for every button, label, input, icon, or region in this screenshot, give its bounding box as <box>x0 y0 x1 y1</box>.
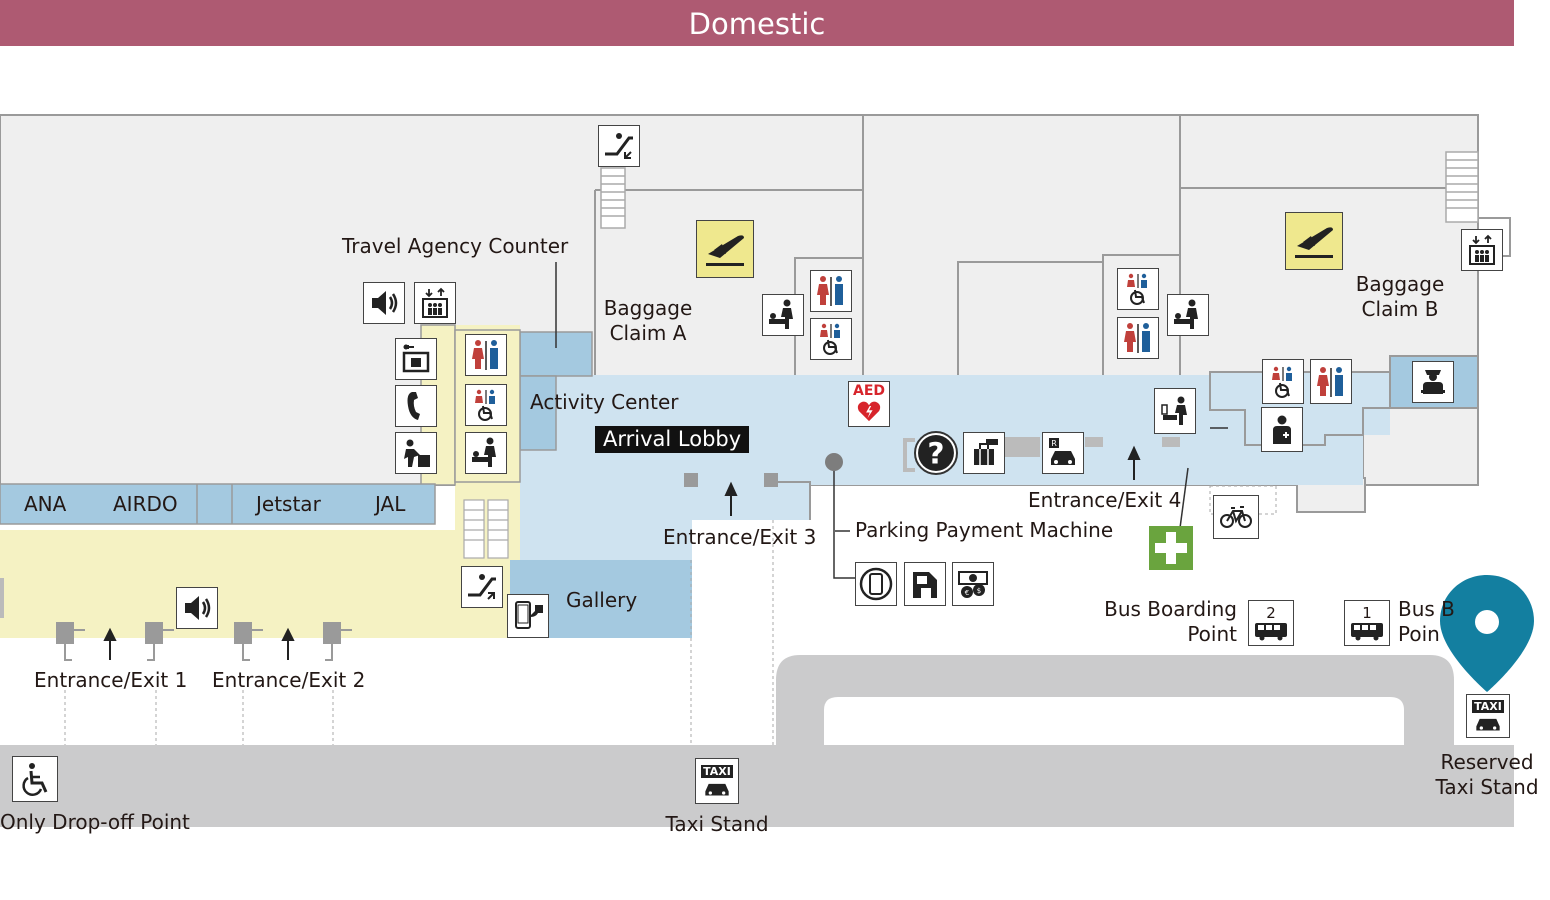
arrival-sign-icon <box>1285 212 1343 270</box>
charging-station-icon <box>507 594 549 638</box>
entrance-exit-1-label: Entrance/Exit 1 <box>34 668 188 692</box>
activity-center-label: Activity Center <box>530 390 679 414</box>
taxi-sign: TAXI <box>701 764 733 778</box>
dropoff-point-label: Only Drop-off Point <box>0 810 190 834</box>
escalator-down-icon <box>598 125 640 167</box>
entrance-exit-2-label: Entrance/Exit 2 <box>212 668 366 692</box>
bus-stop-2-icon: 2 <box>1248 600 1294 646</box>
coin-locker-icon <box>395 338 437 380</box>
accessible-restroom-icon <box>465 384 507 426</box>
currency-exchange-icon: €$ <box>952 562 994 606</box>
svg-text:$: $ <box>977 587 981 595</box>
bus-boarding-point-1-label: Bus B Poin <box>1398 597 1455 646</box>
information-icon: ? <box>914 431 958 475</box>
aed-label: AED <box>852 383 886 399</box>
speaker-icon <box>363 282 405 324</box>
travel-agency-label: Travel Agency Counter <box>342 234 569 258</box>
svg-text:€: € <box>965 589 969 597</box>
bicycle-icon <box>1213 495 1259 539</box>
bus-stop-number: 2 <box>1266 603 1276 622</box>
arrival-lobby-label: Arrival Lobby <box>595 426 750 453</box>
elevator-icon <box>1461 229 1503 271</box>
airline-counter-ana: ANA <box>24 492 67 516</box>
speaker-icon <box>176 587 218 629</box>
mobile-payment-icon <box>855 562 897 606</box>
bus-stop-number: 1 <box>1362 603 1372 622</box>
bus-boarding-point-2-label: Bus Boarding Point <box>1104 597 1237 646</box>
entrance-exit-3-label: Entrance/Exit 3 <box>663 525 817 549</box>
elevator-icon <box>414 282 456 324</box>
restroom-icon <box>810 270 852 312</box>
accessible-restroom-icon <box>1262 359 1304 404</box>
restroom-icon <box>1117 317 1159 359</box>
bus-stop-1-icon: 1 <box>1344 600 1390 646</box>
baggage-claim-a-label: Baggage Claim A <box>603 296 693 345</box>
ticket-machine-icon <box>904 562 946 606</box>
wheelchair-icon <box>12 756 58 802</box>
airline-counter-airdo: AIRDO <box>113 492 178 516</box>
nursing-room-icon <box>1154 388 1196 434</box>
airline-counter-jal: JAL <box>375 492 406 516</box>
rental-car-icon: R <box>1042 432 1084 474</box>
gallery-label: Gallery <box>566 588 638 612</box>
airline-counter-jetstar: Jetstar <box>256 492 321 516</box>
taxi-sign: TAXI <box>1472 699 1504 713</box>
attendant-icon <box>1412 361 1454 403</box>
telephone-icon <box>395 385 437 427</box>
accessible-restroom-icon <box>810 318 852 360</box>
taxi-stand-label: Taxi Stand <box>665 812 769 836</box>
restroom-icon <box>465 334 507 376</box>
svg-text:R: R <box>1051 439 1057 448</box>
reserved-taxi-stand-label: Reserved Taxi Stand <box>1435 750 1539 799</box>
lost-and-found-icon <box>395 432 437 474</box>
escalator-up-icon <box>461 566 503 608</box>
restroom-icon <box>1310 359 1352 404</box>
aed-icon: AED <box>848 381 890 427</box>
svg-text:?: ? <box>927 437 944 471</box>
baggage-claim-b-label: Baggage Claim B <box>1355 272 1445 321</box>
arrival-sign-icon <box>696 220 754 278</box>
domestic-header: Domestic <box>0 0 1514 46</box>
first-aid-room-icon <box>1261 407 1303 452</box>
accessible-restroom-icon <box>1117 268 1159 310</box>
parking-payment-label: Parking Payment Machine <box>855 518 1114 542</box>
baby-care-icon <box>762 294 804 336</box>
taxi-icon: TAXI <box>1466 694 1510 738</box>
baggage-delivery-icon <box>963 432 1005 474</box>
entrance-exit-4-label: Entrance/Exit 4 <box>1028 488 1182 512</box>
baby-care-icon <box>1167 294 1209 336</box>
taxi-icon: TAXI <box>695 758 739 804</box>
baby-care-icon <box>465 432 507 474</box>
